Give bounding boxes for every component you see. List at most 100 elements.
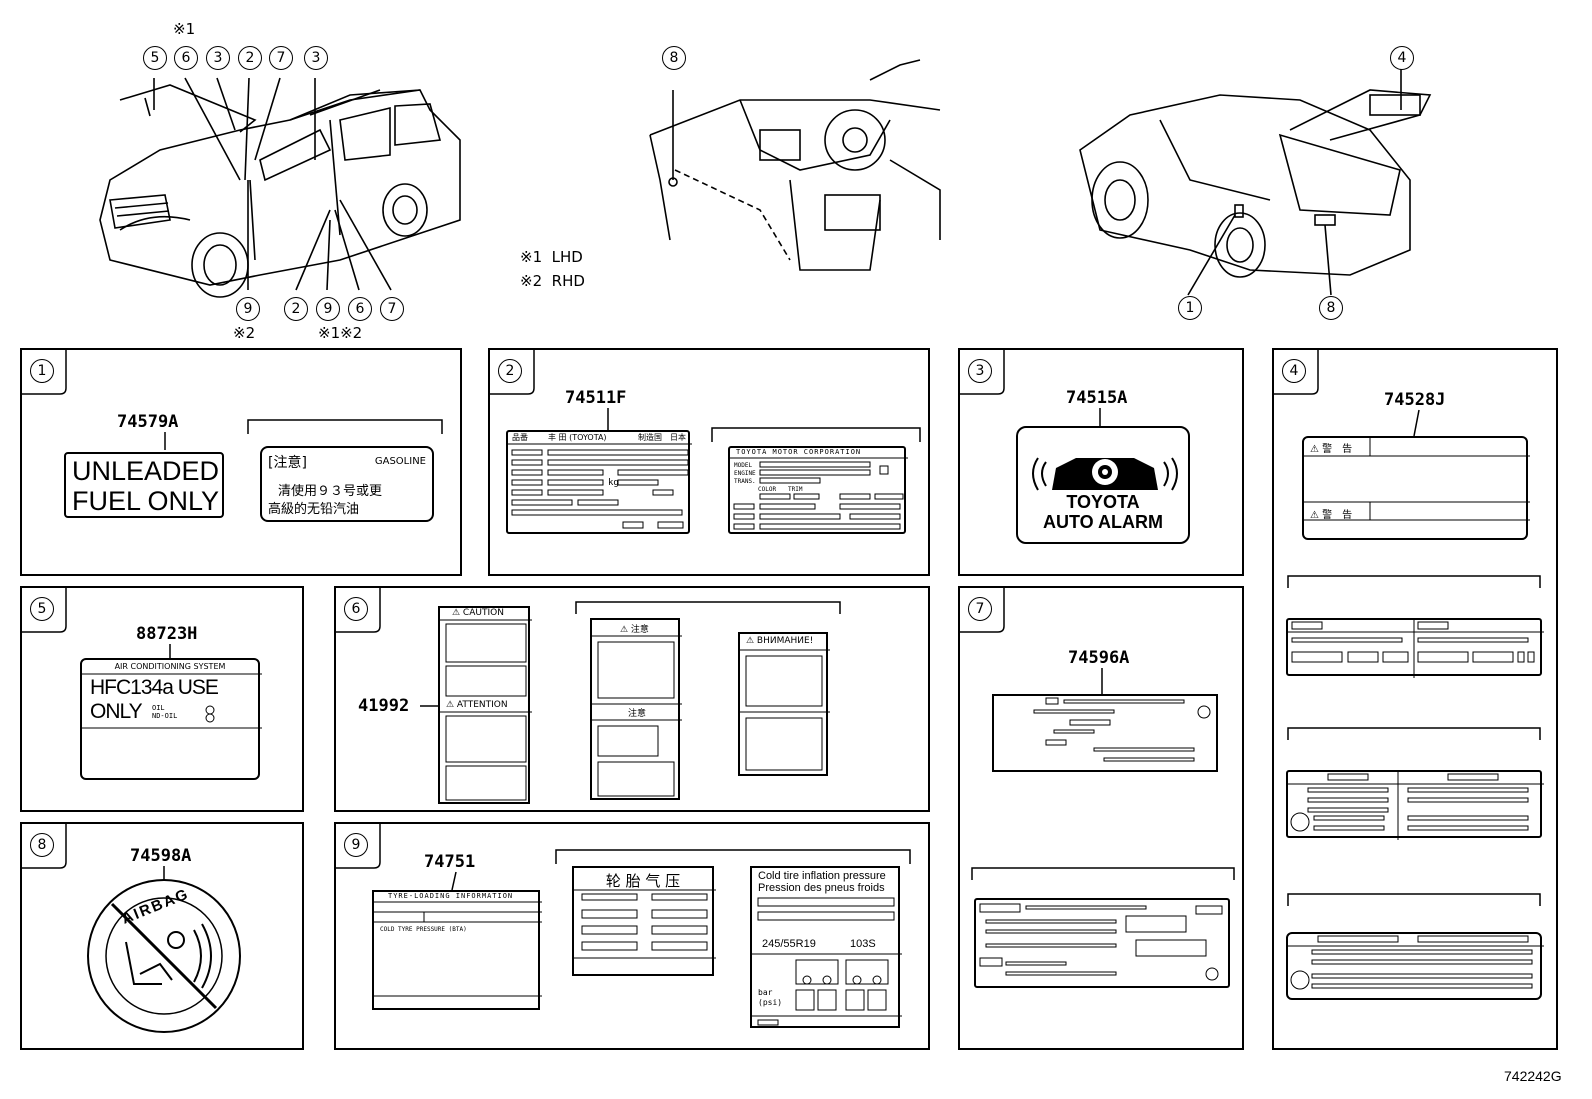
lhd-mark-top: ※1 <box>173 20 196 38</box>
callout-7b: 7 <box>380 297 404 321</box>
callout-6b: 6 <box>348 297 372 321</box>
gasoline-line1: 清使用９３号或更 <box>278 484 383 499</box>
caution-jp-2: 注意 <box>628 709 647 719</box>
en-line2: Pression des pneus froids <box>758 882 885 894</box>
tyre-row: COLD TYRE PRESSURE (BTA) <box>380 926 467 933</box>
unleaded-line1: UNLEADED <box>72 456 220 486</box>
legend-lhd: ※1 LHD <box>520 248 583 266</box>
tyre-header: TYRE-LOADING INFORMATION <box>388 892 514 900</box>
part-number: 88723H <box>136 624 198 644</box>
part-number: 74751 <box>424 852 476 872</box>
warning-label-airbag <box>1286 932 1544 1000</box>
alarm-line1: TOYOTA <box>1066 492 1140 512</box>
ac-oil-1: OIL <box>152 704 165 712</box>
cn-title: 轮 胎 气 压 <box>605 872 681 890</box>
plate-header-right2: 日本 <box>670 433 686 442</box>
caution-jp: ⚠ 注意 <box>620 625 649 635</box>
panel-index: 9 <box>344 833 368 857</box>
panel-9: 9 74751 TYRE-LOADING INFORMATION COLD TY… <box>334 822 930 1050</box>
tire-pressure-cn-label: 轮 胎 气 压 <box>572 866 716 976</box>
plate-en-row-engine: ENGINE <box>734 470 756 477</box>
en-line1: Cold tire inflation pressure <box>758 870 886 882</box>
part-number: 74528J <box>1384 390 1446 410</box>
callout-9-left: 9 <box>236 297 260 321</box>
panel-8: 8 74598A AIRBAG <box>20 822 304 1050</box>
ac-header: AIR CONDITIONING SYSTEM <box>114 662 226 671</box>
panel-4: 4 74528J ⚠ 警 告 ⚠ 警 告 <box>1272 348 1558 1050</box>
vin-plate-en: TOYOTA MOTOR CORPORATION MODEL ENGINE TR… <box>728 446 908 534</box>
panel-index: 7 <box>968 597 992 621</box>
dashboard-view: 8 <box>640 40 950 300</box>
panel-tab: 6 <box>336 588 382 633</box>
callout-3b: 3 <box>304 46 328 70</box>
plate-en-row-trans: TRANS. <box>734 478 756 485</box>
gasoline-line2: 高級的无铅汽油 <box>268 502 360 517</box>
rear-vehicle-view: 4 1 8 <box>1070 40 1432 340</box>
panel-index: 8 <box>30 833 54 857</box>
warning-label-multi <box>1286 618 1544 678</box>
plate-en-row-model: MODEL <box>734 462 753 469</box>
airbag-label <box>87 866 241 1033</box>
caution-label-en: ⚠ CAUTION ⚠ ATTENTION <box>438 606 532 804</box>
unleaded-line2: FUEL ONLY <box>72 486 220 516</box>
panel-tab: 5 <box>22 588 68 633</box>
dashboard-drawing <box>649 59 941 271</box>
panel-tab: 9 <box>336 824 382 869</box>
part-number: 74579A <box>117 412 179 432</box>
plate-en-header: TOYOTA MOTOR CORPORATION <box>736 448 862 456</box>
unleaded-fuel-label: UNLEADED FUEL ONLY <box>64 452 224 518</box>
callout-9-mid: 9 <box>316 297 340 321</box>
tire-size: 245/55R19 <box>762 938 816 950</box>
warning-label-fr <box>1286 770 1544 840</box>
part-number: 41992 <box>358 696 410 716</box>
panel-index: 4 <box>1282 359 1306 383</box>
tyre-loading-label: TYRE-LOADING INFORMATION COLD TYRE PRESS… <box>372 890 542 1010</box>
panel-7: 7 74596A <box>958 586 1244 1050</box>
tire-pressure-en-label: Cold tire inflation pressure Pression de… <box>750 866 902 1028</box>
load-index: 103S <box>850 938 876 950</box>
panel-index: 3 <box>968 359 992 383</box>
panel-6: 6 41992 ⚠ CAUTION ⚠ ATTENTION ⚠ 注意 注意 <box>334 586 930 812</box>
plate-header-right1: 制造国 <box>638 433 662 442</box>
panel-index: 5 <box>30 597 54 621</box>
plate-header-left: 品番 <box>512 433 528 442</box>
part-number: 74598A <box>130 846 192 866</box>
callout-7: 7 <box>269 46 293 70</box>
rear-callout-8: 8 <box>1319 296 1343 320</box>
panel-2: 2 74511F 品番 丰 田 (TOYOTA) 制造国 日本 kg TOYOT… <box>488 348 930 576</box>
vin-plate-cn: 品番 丰 田 (TOYOTA) 制造国 日本 kg <box>506 430 692 534</box>
plate-en-row-trim: TRIM <box>788 486 803 493</box>
plate-header-mid: 丰 田 (TOYOTA) <box>548 433 607 442</box>
panel-index: 2 <box>498 359 522 383</box>
panel-1: 1 74579A UNLEADED FUEL ONLY [注意] GASOLIN… <box>20 348 462 576</box>
callout-5: 5 <box>143 46 167 70</box>
rear-callout-4: 4 <box>1390 46 1414 70</box>
callout-6: 6 <box>174 46 198 70</box>
sunvisor-label-2 <box>974 898 1230 988</box>
sunvisor-label <box>992 694 1218 772</box>
callout-3: 3 <box>206 46 230 70</box>
panel-index: 6 <box>344 597 368 621</box>
panel-tab: 7 <box>960 588 1006 633</box>
alarm-line2: AUTO ALARM <box>1043 512 1163 532</box>
gasoline-tag: GASOLINE <box>374 456 426 467</box>
rear-callout-1: 1 <box>1178 296 1202 320</box>
alarm-car-icon <box>1032 457 1178 491</box>
panel-5: 5 88723H AIR CONDITIONING SYSTEM HFC134a… <box>20 586 304 812</box>
caution-en: ⚠ CAUTION <box>452 608 504 618</box>
panel-tab: 1 <box>22 350 68 395</box>
caution-label-jp: ⚠ 注意 注意 <box>590 618 682 800</box>
figure-code: 742242G <box>1504 1068 1562 1084</box>
front-vehicle-drawing <box>99 77 461 298</box>
warning-jp-2: ⚠ 警 告 <box>1310 510 1353 521</box>
callout-2b: 2 <box>284 297 308 321</box>
rhd-mark-left: ※2 <box>233 324 256 342</box>
warning-label-jp: ⚠ 警 告 ⚠ 警 告 <box>1302 436 1530 540</box>
bar-unit: bar <box>758 988 773 997</box>
rear-vehicle-drawing <box>1079 65 1432 296</box>
psi-unit: (psi) <box>758 998 783 1007</box>
panel-tab: 8 <box>22 824 68 869</box>
attention-fr: ⚠ ATTENTION <box>446 700 508 710</box>
front-vehicle-view: ※1 5 6 3 2 7 3 9 ※2 2 9 ※1※2 6 7 <box>90 20 510 350</box>
ac-oil-2: ND-OIL <box>152 712 178 720</box>
